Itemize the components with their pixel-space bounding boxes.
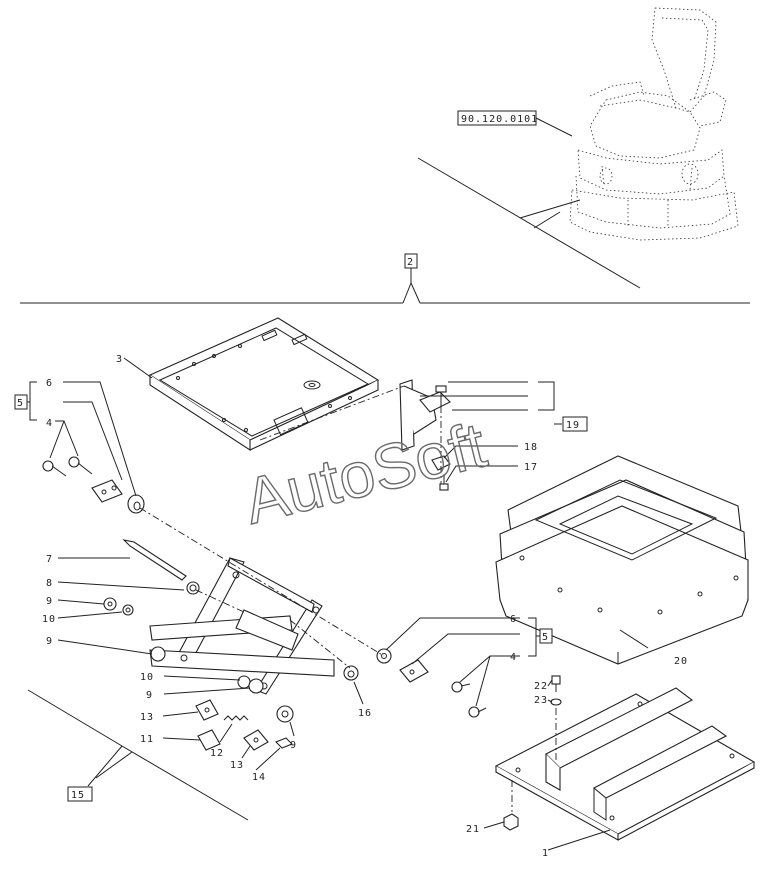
bolt-4b xyxy=(68,456,93,475)
part-label-14: 14 xyxy=(252,772,266,783)
part-label-21: 21 xyxy=(466,824,480,835)
group-marker: 2 xyxy=(407,257,414,268)
suspension-bellows xyxy=(495,455,749,665)
part-label-11: 11 xyxy=(140,734,154,745)
reference-code: 90.120.0101 xyxy=(461,114,538,125)
washer-9c xyxy=(248,678,264,694)
group-box-5-right[interactable]: 5 xyxy=(539,628,553,644)
part-label-13: 13 xyxy=(230,760,244,771)
part-label-9: 9 xyxy=(146,690,153,701)
part-label-7: 7 xyxy=(46,554,53,565)
part-label-4: 4 xyxy=(510,652,517,663)
part-label-10: 10 xyxy=(42,614,56,625)
part-label-22: 22 xyxy=(534,681,548,692)
group-box-15[interactable]: 15 xyxy=(67,786,93,802)
part-label-6: 6 xyxy=(46,378,53,389)
base-plate xyxy=(494,687,756,841)
part-label-12: 12 xyxy=(210,748,224,759)
spring-12 xyxy=(223,715,249,721)
washer-9d xyxy=(276,705,294,723)
latch-13a xyxy=(195,699,219,721)
group-box-19[interactable]: 19 xyxy=(562,416,588,432)
part-label-10: 10 xyxy=(140,672,154,683)
svg-text:5: 5 xyxy=(17,398,24,409)
svg-text:19: 19 xyxy=(566,420,580,431)
bolt-22 xyxy=(551,675,561,692)
washer-9a xyxy=(103,597,117,611)
bolt-4d xyxy=(468,706,487,718)
part-label-9: 9 xyxy=(46,636,53,647)
scissor-frame xyxy=(149,557,335,695)
part-label-9: 9 xyxy=(290,740,297,751)
part-label-20: 20 xyxy=(674,656,688,667)
part-label-8: 8 xyxy=(46,578,53,589)
nut-21 xyxy=(503,813,519,831)
latch-13b xyxy=(243,729,269,751)
screw-17 xyxy=(439,474,449,491)
pin-7 xyxy=(122,539,187,581)
ring-8 xyxy=(186,581,200,595)
bolt-4a xyxy=(42,460,67,477)
part-label-17: 17 xyxy=(524,462,538,473)
washer-9b xyxy=(150,646,166,662)
part-label-9: 9 xyxy=(46,596,53,607)
bolt-4c xyxy=(451,681,471,693)
part-label-1: 1 xyxy=(542,848,549,859)
bracket-11 xyxy=(197,729,221,751)
part-label-6: 6 xyxy=(510,614,517,625)
section-divider xyxy=(20,268,750,304)
screw-19 xyxy=(435,385,447,406)
pin-14 xyxy=(275,737,293,749)
group-box-5-left[interactable]: 5 xyxy=(14,394,28,410)
washer-10b xyxy=(237,675,251,689)
spacer-block-5b xyxy=(399,659,429,683)
part-label-13: 13 xyxy=(140,712,154,723)
svg-text:15: 15 xyxy=(71,790,85,801)
washer-23 xyxy=(550,698,562,706)
group-marker-box[interactable]: 2 xyxy=(404,253,418,269)
seat-plate xyxy=(148,317,380,452)
leader-lines xyxy=(26,357,649,851)
part-label-23: 23 xyxy=(534,695,548,706)
part-label-18: 18 xyxy=(524,442,538,453)
part-label-3: 3 xyxy=(116,354,123,365)
washer-10a xyxy=(122,604,134,616)
part-label-16: 16 xyxy=(358,708,372,719)
reference-code-box[interactable]: 90.120.0101 xyxy=(457,110,538,126)
svg-text:5: 5 xyxy=(542,632,549,643)
part-labels: 3 6 4 7 8 9 10 9 10 9 13 11 12 13 14 9 1… xyxy=(42,354,688,859)
seat-assembly-illustration xyxy=(569,7,739,241)
bushing-16 xyxy=(343,665,359,681)
latch-bracket xyxy=(399,379,451,451)
bushing-6a xyxy=(127,494,145,514)
part-label-4: 4 xyxy=(46,418,53,429)
spacer-block-5 xyxy=(91,479,123,503)
